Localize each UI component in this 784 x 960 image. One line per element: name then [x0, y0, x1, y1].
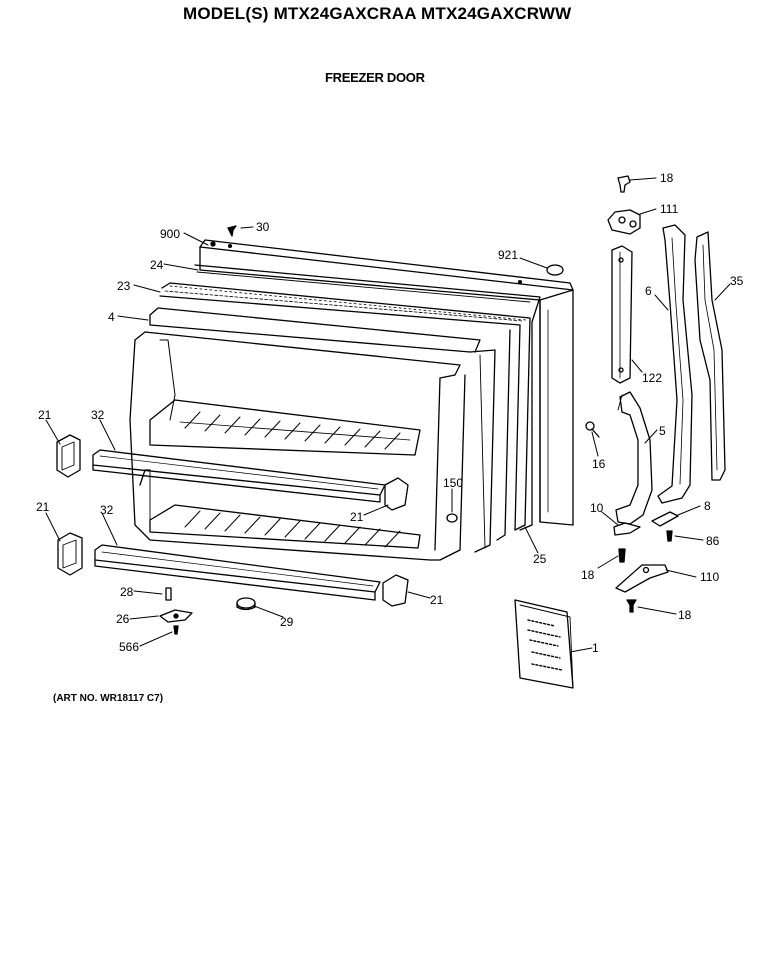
callout-111: 111	[660, 202, 679, 216]
callout-21-upper-left: 21	[38, 408, 52, 422]
callout-32-lower: 32	[100, 503, 114, 517]
hardware-29-plug	[236, 597, 256, 611]
callout-16: 16	[592, 457, 606, 471]
shelf-bar-lower	[94, 544, 381, 601]
callout-4: 4	[108, 310, 115, 324]
hardware-921-plug	[546, 264, 564, 276]
callout-26: 26	[116, 612, 130, 626]
hardware-30-screw	[227, 225, 237, 237]
hinge-top-111	[607, 209, 641, 235]
callout-30: 30	[256, 220, 270, 234]
callout-900: 900	[160, 227, 180, 241]
callout-8: 8	[704, 499, 711, 513]
callout-23: 23	[117, 279, 131, 293]
callout-32-upper: 32	[91, 408, 105, 422]
trim-6	[657, 224, 693, 504]
model-title: MODEL(S) MTX24GAXCRAA MTX24GAXCRWW	[183, 4, 572, 23]
screw-18-mid	[618, 548, 626, 563]
callout-122: 122	[642, 371, 662, 385]
callout-29: 29	[280, 615, 294, 629]
callout-5: 5	[659, 424, 666, 438]
trim-35	[694, 231, 726, 481]
shelf-cap-upper-left	[56, 434, 81, 478]
callout-28: 28	[120, 585, 134, 599]
door-handle-5	[615, 391, 653, 525]
inner-door-liner	[129, 307, 496, 561]
callout-18-bottom: 18	[678, 608, 692, 622]
callout-21-mid: 21	[350, 510, 364, 524]
art-number-note: (ART NO. WR18117 C7)	[53, 693, 164, 704]
callout-110: 110	[700, 570, 719, 584]
callout-21-lower-left: 21	[36, 500, 50, 514]
callout-24: 24	[150, 258, 164, 272]
callout-566: 566	[119, 640, 139, 654]
section-title: FREEZER DOOR	[325, 70, 425, 85]
hardware-566-screw	[173, 625, 179, 635]
screw-18-bottom	[626, 599, 637, 613]
hinge-bracket-10	[613, 522, 641, 536]
callout-18-mid: 18	[581, 568, 595, 582]
callout-6: 6	[645, 284, 652, 298]
callout-21-lower: 21	[430, 593, 444, 607]
shelf-cap-lower-left	[57, 532, 83, 576]
callout-labels: 18 111 30 900 921 24 23 35 6 4 122 21 32…	[36, 171, 744, 655]
shelf-cap-lower	[382, 574, 409, 607]
callout-25: 25	[533, 552, 547, 566]
channel-122	[611, 245, 633, 384]
hardware-150-plug	[446, 513, 458, 523]
screw-86	[666, 530, 673, 542]
bracket-8	[651, 511, 679, 527]
callout-86: 86	[706, 534, 720, 548]
callout-921: 921	[498, 248, 518, 262]
shelf-bar-upper	[92, 449, 386, 503]
instruction-booklet	[514, 599, 574, 689]
screw-16	[585, 421, 600, 438]
callout-10: 10	[590, 501, 604, 515]
callout-35: 35	[730, 274, 744, 288]
callout-1: 1	[592, 641, 599, 655]
hinge-pin-top-18	[617, 175, 631, 193]
shelf-cap-mid	[384, 477, 409, 511]
hardware-28-screw	[165, 587, 172, 601]
hinge-bottom-110	[615, 564, 669, 593]
door-gasket	[159, 264, 541, 541]
callout-150: 150	[443, 476, 463, 490]
callout-18-top: 18	[660, 171, 674, 185]
hardware-26-bracket	[159, 609, 193, 623]
leader-lines	[45, 177, 731, 653]
